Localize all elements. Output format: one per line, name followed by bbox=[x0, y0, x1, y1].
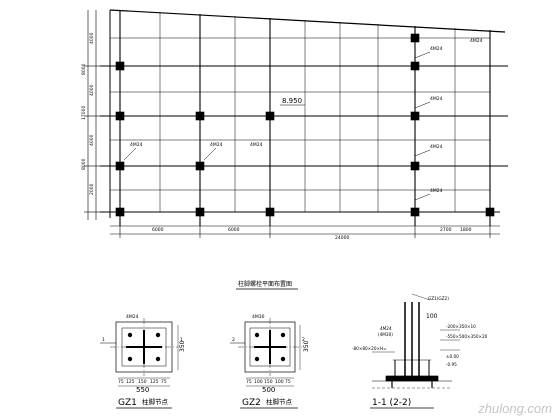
gz2-detail bbox=[230, 318, 302, 387]
gz1-dim: 75 bbox=[161, 379, 167, 385]
bottom-dim: 24000 bbox=[335, 235, 349, 241]
plan-texts: 8.950 4M24 4M24 4M24 4M24 4M24 4M24 4M24… bbox=[81, 32, 483, 241]
gz1-dim: 125 bbox=[126, 379, 135, 385]
gz2-total-width: 500 bbox=[262, 386, 275, 394]
gz2-dim: 100 bbox=[275, 379, 284, 385]
watermark-text: zhulong.com bbox=[478, 401, 552, 416]
horizontal-grid-lines bbox=[100, 65, 508, 213]
bolt-tag: 4M24 bbox=[130, 142, 143, 148]
gz2-name: GZ2 bbox=[242, 398, 261, 408]
gz2-caption: 柱脚节点 bbox=[266, 397, 293, 406]
section-label: -200×350×10 bbox=[446, 324, 476, 329]
gz2-dim: 100 bbox=[254, 379, 263, 385]
roof-edge-line bbox=[109, 9, 506, 33]
gz2-texts: 4M30 2 2 75 100 150 100 75 500 350 GZ2 柱… bbox=[232, 314, 310, 408]
bottom-dimension-strip bbox=[110, 222, 500, 238]
bottom-dim: 1800 bbox=[460, 227, 472, 233]
gz1-section-mark: 1 bbox=[180, 337, 183, 343]
gz1-dim: 75 bbox=[118, 379, 124, 385]
gz2-section-mark: 2 bbox=[302, 337, 305, 343]
gz2-bolts bbox=[254, 332, 286, 362]
bolt-tag: 4M24 bbox=[470, 38, 483, 44]
elevation-label: 8.950 bbox=[282, 97, 302, 105]
section-label: -550×500×350×20 bbox=[446, 334, 488, 339]
gz1-section-mark: 1 bbox=[102, 337, 105, 343]
left-dim: 4000 bbox=[89, 32, 95, 44]
section-label: 4M24 bbox=[380, 326, 392, 331]
gz1-bolt-label: 4M24 bbox=[126, 314, 139, 320]
left-dim: 17000 bbox=[81, 106, 87, 120]
section-label: GZ1(GZ2) bbox=[428, 296, 449, 301]
gz1-right-dim: 350 bbox=[179, 340, 186, 352]
left-dim: 8000 bbox=[81, 158, 87, 170]
gz2-dim: 75 bbox=[285, 379, 291, 385]
left-dim: 8000 bbox=[81, 63, 87, 75]
gz1-caption: 柱脚节点 bbox=[142, 397, 169, 406]
bolt-tag: 4M24 bbox=[430, 144, 443, 150]
bolt-tag: 4M24 bbox=[210, 142, 223, 148]
gz1-detail bbox=[100, 318, 179, 387]
section-label: 100 bbox=[426, 313, 438, 320]
section-label: (4M30) bbox=[378, 332, 393, 337]
secondary-horizontal-lines bbox=[110, 37, 490, 191]
bolt-tag: 4M24 bbox=[430, 46, 443, 52]
gz2-section-mark: 2 bbox=[232, 337, 235, 343]
plan-title: 柱脚螺栓平面布置图 bbox=[238, 280, 292, 288]
bolt-tag: 4M24 bbox=[250, 142, 263, 148]
bottom-dim: 6000 bbox=[228, 227, 240, 233]
gz1-dim: 150 bbox=[138, 379, 147, 385]
gz1-name: GZ1 bbox=[118, 398, 137, 408]
gz1-total-width: 550 bbox=[136, 386, 149, 394]
bottom-dim: 6000 bbox=[152, 227, 164, 233]
gz1-bolts bbox=[127, 332, 161, 362]
section-label: -80×80×20×H= bbox=[352, 346, 387, 351]
section-label: ±0.00 bbox=[446, 354, 459, 359]
bottom-dim: 2700 bbox=[440, 227, 452, 233]
section-label: -0.95 bbox=[446, 362, 457, 367]
gz1-texts: 4M24 1 1 75 125 150 125 75 550 350 GZ1 柱… bbox=[102, 314, 186, 408]
section-detail bbox=[372, 293, 460, 389]
column-bolt-plan bbox=[84, 9, 508, 238]
bolt-tag: 4M24 bbox=[430, 188, 443, 194]
secondary-vertical-lines bbox=[159, 12, 456, 212]
column-markers bbox=[115, 33, 495, 217]
gz2-bolt-label: 4M30 bbox=[252, 314, 265, 320]
bolt-tag: 4M24 bbox=[430, 96, 443, 102]
gz1-dim: 125 bbox=[150, 379, 159, 385]
gz2-right-dim: 350 bbox=[303, 340, 310, 352]
left-dim: 4000 bbox=[89, 134, 95, 146]
vertical-grid-lines bbox=[119, 10, 491, 226]
left-dim: 2000 bbox=[89, 183, 95, 195]
bolt-leader-lines bbox=[123, 51, 431, 201]
left-dim: 4000 bbox=[89, 84, 95, 96]
section-title: 1-1 (2-2) bbox=[372, 398, 411, 408]
section-texts: GZ1(GZ2) 100 4M24 (4M30) -200×350×10 -55… bbox=[352, 296, 488, 408]
gz2-dim: 150 bbox=[264, 379, 273, 385]
gz2-dim: 75 bbox=[246, 379, 252, 385]
left-dimension-strip bbox=[84, 10, 100, 220]
